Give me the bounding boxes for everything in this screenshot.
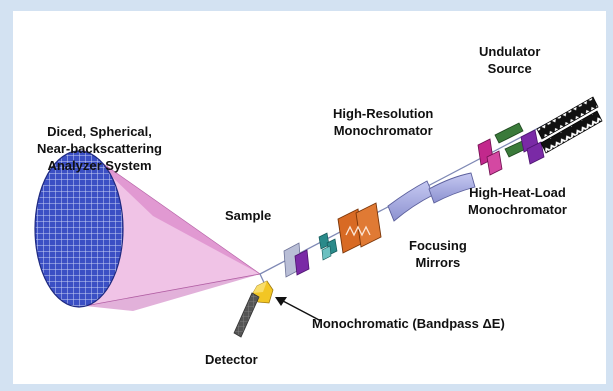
label-focusing-line1: Focusing <box>409 238 467 253</box>
hhlm-assembly <box>494 122 545 165</box>
label-analyzer-system: Diced, Spherical, Near-backscattering An… <box>37 123 162 174</box>
label-detector-text: Detector <box>205 352 258 367</box>
label-analyzer-line2: Near-backscattering <box>37 141 162 156</box>
label-sample: Sample <box>225 207 271 224</box>
beamline-diagram <box>34 96 603 338</box>
analyzer-dish <box>34 150 124 308</box>
label-high-heat-load-monochromator: High-Heat-Load Monochromator <box>468 184 567 218</box>
teal-crystals <box>318 232 338 261</box>
label-analyzer-line1: Diced, Spherical, <box>47 124 152 139</box>
analyzer-cone <box>84 150 262 311</box>
label-bandpass-text: Monochromatic (Bandpass ΔE) <box>312 316 505 331</box>
undulator-magnets <box>536 96 603 154</box>
focusing-mirrors <box>387 172 476 222</box>
label-high-resolution-monochromator: High-Resolution Monochromator <box>333 105 433 139</box>
label-focusing-line2: Mirrors <box>415 255 461 270</box>
diagram-canvas: Undulator Source High-Resolution Monochr… <box>13 11 606 384</box>
label-analyzer-line3: Analyzer System <box>47 158 152 173</box>
bandpass-arrow <box>275 297 322 322</box>
label-hhlm-line1: High-Heat-Load <box>469 185 566 200</box>
label-monochromatic-bandpass: Monochromatic (Bandpass ΔE) <box>312 315 505 332</box>
detector-module <box>233 292 260 338</box>
hrm-crystals <box>477 138 503 176</box>
label-focusing-mirrors: Focusing Mirrors <box>409 237 467 271</box>
label-detector: Detector <box>205 351 258 368</box>
label-sample-text: Sample <box>225 208 272 223</box>
label-undulator-line1: Undulator <box>479 44 541 59</box>
label-hhlm-line2: Monochromator <box>468 202 567 217</box>
purple-crystal-small <box>294 249 310 276</box>
orange-crystal-stage <box>337 202 382 254</box>
label-undulator-source: Undulator Source <box>479 43 540 77</box>
label-undulator-line2: Source <box>487 61 532 76</box>
label-hrm-line1: High-Resolution <box>333 106 434 121</box>
label-hrm-line2: Monochromator <box>333 123 433 138</box>
